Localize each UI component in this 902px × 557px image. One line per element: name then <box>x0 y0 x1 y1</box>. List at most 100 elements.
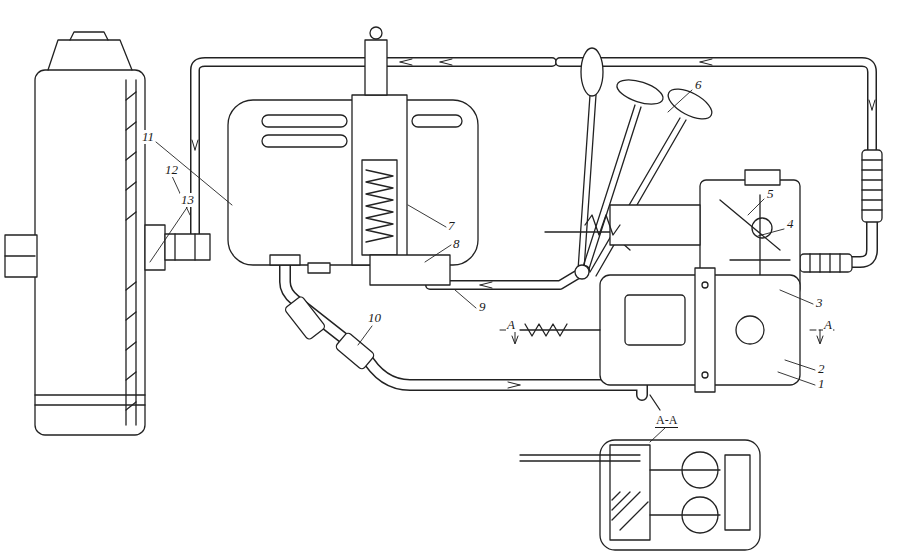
oil-tank <box>352 95 407 265</box>
callout-number: 12 <box>164 163 179 177</box>
callout-number: 13 <box>180 193 195 207</box>
flow-arrow <box>440 59 452 65</box>
section-line <box>512 330 518 344</box>
rubber-hose <box>810 254 840 272</box>
pipeline <box>852 222 872 262</box>
pipeline <box>560 62 872 150</box>
pipeline <box>430 270 585 285</box>
leader-line <box>668 90 692 112</box>
section-label: А <box>506 318 516 332</box>
rubber-hose <box>284 295 326 340</box>
pump-housing <box>175 234 195 260</box>
pump-housing <box>145 225 165 270</box>
pump-housing <box>5 32 210 435</box>
pump-housing <box>48 40 132 70</box>
gear-pump <box>736 316 764 344</box>
flow-arrow <box>480 282 492 288</box>
pipeline <box>560 62 872 150</box>
gear-pump <box>525 324 567 336</box>
callout-number: 4 <box>786 217 795 231</box>
callout-number: 7 <box>447 219 456 233</box>
flow-arrow <box>400 59 412 65</box>
flow-arrow <box>700 59 712 65</box>
leader-line <box>455 290 476 308</box>
callout-number: 6 <box>694 78 703 92</box>
callout-number: 9 <box>478 300 487 314</box>
callout-number: 1 <box>817 377 826 391</box>
gear-pump <box>520 329 600 330</box>
pump-section-view <box>520 440 760 550</box>
pump-housing <box>126 80 136 425</box>
pump-housing <box>126 92 136 410</box>
gear-pump <box>520 268 800 392</box>
flow-arrow <box>508 382 520 388</box>
leader-line <box>358 326 372 345</box>
gear-pump <box>702 372 708 378</box>
leader-line <box>778 372 815 385</box>
oil-tank <box>262 135 347 147</box>
leader-line <box>780 290 813 304</box>
flow-arrow <box>192 59 875 388</box>
pump-housing <box>35 395 145 405</box>
oil-tank <box>366 170 393 242</box>
pump-section-view <box>612 492 648 530</box>
leader-line <box>150 90 815 442</box>
pipeline <box>852 222 872 262</box>
callout-number: 11 <box>141 130 155 144</box>
oil-tank <box>228 27 478 285</box>
oil-tank <box>308 263 330 273</box>
leader-line <box>408 205 446 227</box>
section-label: А-А <box>655 413 678 428</box>
pump-section-view <box>725 455 750 530</box>
control-lever <box>575 265 589 279</box>
rubber-hose <box>335 332 375 370</box>
control-valve <box>585 215 620 235</box>
leader-line <box>650 428 665 442</box>
oil-tank <box>270 255 300 265</box>
pump-housing <box>5 235 37 277</box>
control-valve <box>610 205 700 245</box>
control-lever <box>545 48 716 279</box>
section-line <box>500 330 835 344</box>
pump-housing <box>165 234 210 260</box>
pipeline <box>650 395 660 410</box>
gear-pump <box>695 268 715 392</box>
gear-pump <box>702 282 708 288</box>
section-label: А <box>823 318 833 332</box>
flow-arrow <box>192 140 198 150</box>
pump-section-view <box>600 440 760 550</box>
gear-pump <box>625 295 685 345</box>
pump-housing <box>5 255 35 256</box>
pump-housing <box>70 32 108 40</box>
callout-number: 3 <box>815 296 824 310</box>
callout-number: 10 <box>367 311 382 325</box>
section-line <box>817 330 823 344</box>
control-lever <box>664 83 717 125</box>
rubber-hose <box>862 150 882 222</box>
pump-section-view <box>520 455 640 461</box>
pump-section-view <box>610 445 650 540</box>
callout-number: 5 <box>766 187 775 201</box>
control-valve <box>745 170 780 185</box>
control-lever <box>582 105 641 272</box>
pipeline <box>285 262 642 395</box>
pipeline <box>285 262 642 395</box>
pump-section-view <box>650 470 720 515</box>
control-lever <box>590 118 686 276</box>
control-lever <box>578 95 596 270</box>
rubber-hose <box>862 160 882 210</box>
flow-arrow <box>869 100 875 110</box>
rubber-hose <box>800 254 852 272</box>
pipeline <box>195 62 872 410</box>
control-lever <box>614 75 666 109</box>
oil-tank <box>262 115 347 127</box>
leader-line <box>785 360 815 370</box>
oil-tank <box>370 27 382 39</box>
leader-line <box>758 229 784 236</box>
oil-tank <box>370 255 450 285</box>
oil-tank <box>362 160 397 255</box>
leader-line <box>425 245 451 262</box>
section-line <box>500 330 835 331</box>
